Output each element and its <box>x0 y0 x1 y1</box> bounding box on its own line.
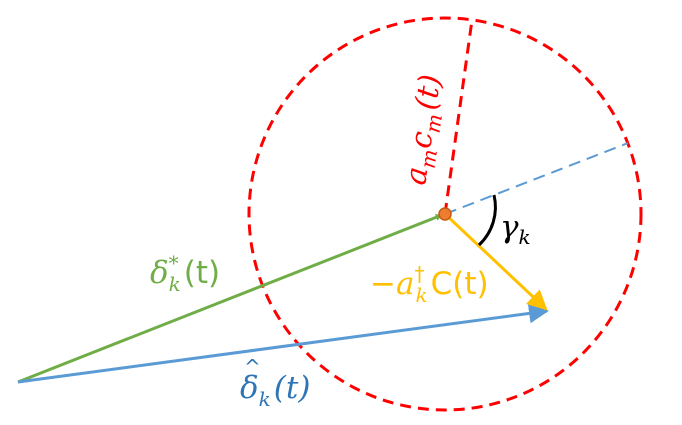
extension-dashed-line <box>444 142 629 215</box>
nac-minus: − <box>370 266 396 302</box>
nac-sup: † <box>414 262 424 286</box>
label-am-cm: amcm(t) <box>398 72 452 187</box>
ds-sub: k <box>169 272 181 296</box>
vector-delta-star <box>17 213 443 384</box>
dh-sub: k <box>259 387 271 411</box>
ds-sup: * <box>169 251 179 275</box>
vector-neg-ak-c <box>443 212 548 311</box>
label-gamma: γk <box>500 209 531 249</box>
angle-arc <box>477 194 497 247</box>
center-point <box>438 207 452 221</box>
hat-mark: ^ <box>244 355 261 379</box>
label-delta-hat: δk(t) <box>240 370 310 411</box>
g-base: γ <box>500 209 519 245</box>
nac-base: a <box>396 266 414 302</box>
am-sub2: m <box>421 112 447 134</box>
ds-arg: (t) <box>184 255 220 291</box>
label-delta-star: δ*k(t) <box>150 251 220 296</box>
g-sub: k <box>519 225 531 249</box>
am-base2: c <box>403 129 440 151</box>
nac-sub: k <box>415 283 427 307</box>
nac-arg: C(t) <box>431 266 489 302</box>
am-arg: (t) <box>409 72 449 112</box>
radius-dashed-line <box>443 19 474 215</box>
uncertainty-circle <box>247 16 643 412</box>
dh-arg: (t) <box>274 370 311 406</box>
am-base1: a <box>398 165 435 188</box>
ds-base: δ <box>150 255 169 291</box>
dh-base: δ <box>240 370 259 406</box>
label-neg-ak-c: −a†kC(t) <box>370 262 489 307</box>
vector-delta-hat <box>17 303 549 384</box>
am-sub1: m <box>416 148 442 170</box>
